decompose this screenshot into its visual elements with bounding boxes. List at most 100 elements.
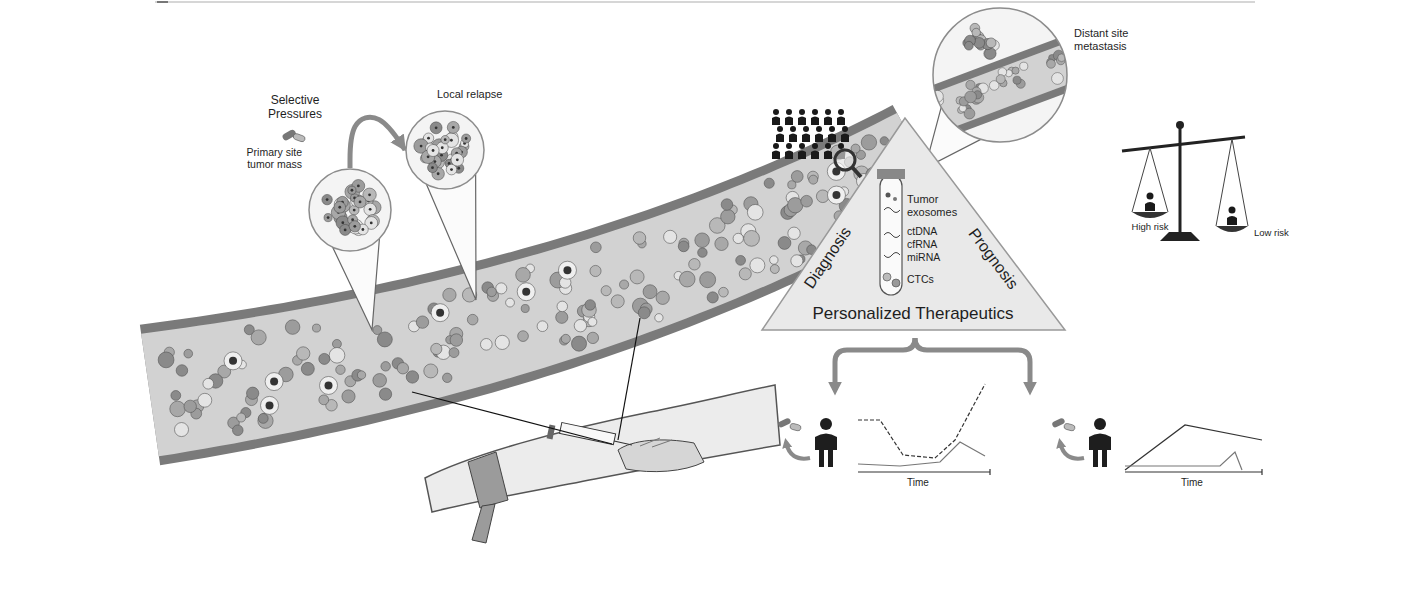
blood-cell [516,268,531,283]
blood-cell [585,300,596,311]
blood-cell [381,362,390,371]
blood-cell [320,376,338,394]
blood-cell [861,135,876,150]
blood-cell [516,268,531,283]
biomarker-triangle: DiagnosisPrognosisTumor exosomesctDNAcfR… [760,115,1066,333]
blood-cell [721,199,733,211]
patient-crowd [786,109,792,115]
blood-cell [518,331,529,342]
patient-crowd [838,143,844,149]
circle-content [1047,60,1056,69]
blood-cell [521,304,529,312]
circle-content [353,209,356,212]
blood-cell [332,339,341,348]
patient-crowd [812,109,818,115]
circle-outline [933,8,1067,142]
blood-cell [700,272,716,288]
sample-tube [883,273,891,281]
blood-cell [587,332,598,343]
circle-content [414,121,471,180]
blood-cell [747,204,763,220]
blood-cell [770,265,779,274]
therapy-icon [777,417,791,428]
blood-cell [733,233,743,243]
circle-content [440,154,443,157]
circle-content [338,206,341,209]
blood-cell [261,396,279,414]
arm [472,504,495,543]
blood-cell [431,343,442,354]
biomarker-label: cfRNA [907,238,937,250]
circle-content [1013,76,1021,84]
patient-icon [1089,434,1111,451]
axis-label: Time [1172,477,1212,489]
blood-cell [357,371,365,379]
circle-content [434,160,437,163]
blood-cell [224,352,242,370]
blood-cell [487,287,497,297]
blood-cell [443,288,456,301]
blood-cell [237,413,246,422]
blood-cell [158,352,174,368]
response-chart [858,384,1262,475]
risk-scale [1227,216,1237,225]
blood-cell [319,353,330,364]
patient-crowd [772,151,780,160]
blood-cell [791,171,803,183]
blood-cell [397,363,408,374]
blood-cell [521,304,529,312]
patient-icon [815,434,837,451]
blood-cell [630,270,644,284]
circle-content [368,193,371,196]
circle-content [420,145,423,148]
blood-cell [733,233,743,243]
blood-cell [198,393,212,407]
patient-crowd [824,151,832,160]
circle-content [437,172,440,175]
circle-outline [406,111,484,189]
circle-content [427,137,430,140]
blood-cell [336,365,345,374]
blood-cell [449,348,459,358]
blood-cell [791,255,803,267]
frame-rule [155,1,1255,3]
circle-content [344,229,347,232]
blood-cell [247,387,259,399]
tumor-circle: Local relapse [405,110,485,190]
blood-cell [700,272,716,288]
response-chart [1125,452,1242,470]
blood-cell [556,311,568,323]
response-chart [858,442,985,466]
blood-cell [558,261,576,279]
blood-cell [591,242,602,253]
blood-cell [585,300,596,311]
circle-content [965,41,974,50]
circle-content [364,203,376,215]
blood-cell [698,248,708,258]
circle-content [972,28,980,36]
therapy-icon [789,423,801,432]
circle-content [441,146,444,149]
blood-cell [174,423,188,437]
arm [560,423,616,445]
circle-heading: Distant site metastasis [1074,27,1144,52]
circle-content [322,180,381,236]
risk-scale [1132,148,1168,212]
patient-crowd [799,143,805,149]
risk-scale [1229,207,1236,214]
blood-cell [301,362,314,375]
circle-content [922,37,1082,139]
therapy-icon [1060,442,1084,459]
risk-scale [1147,193,1154,200]
blood-cell [721,199,733,211]
blood-cell [332,339,341,348]
patient-crowd [772,117,780,126]
sampling-line [618,318,640,440]
blood-cell [715,237,728,250]
blood-cell [170,401,186,417]
circle-heading: Local relapse [437,88,502,101]
blood-cell [265,373,283,391]
patient-crowd [773,143,779,149]
blood-cell [664,230,677,243]
